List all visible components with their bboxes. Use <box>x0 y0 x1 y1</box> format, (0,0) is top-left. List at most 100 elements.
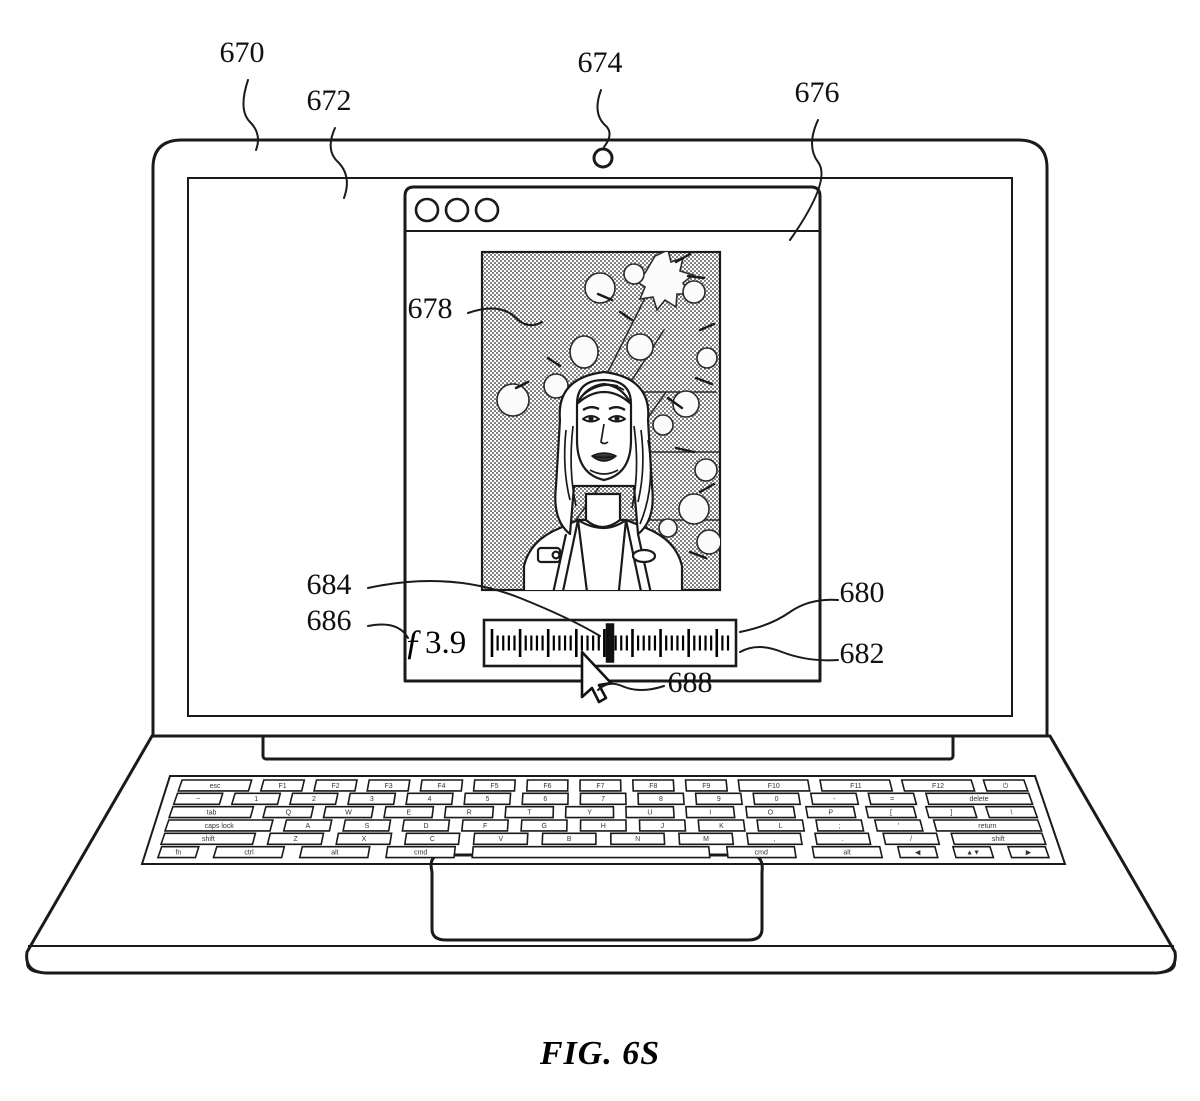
keyboard-key[interactable] <box>867 792 918 806</box>
keyboard-key[interactable] <box>282 819 333 832</box>
keyboard-key-label: F7 <box>596 783 604 790</box>
keyboard-key[interactable] <box>298 845 371 859</box>
keyboard-key[interactable] <box>335 832 393 846</box>
keyboard-key[interactable] <box>177 779 253 792</box>
keyboard-key-label: 0 <box>775 796 779 803</box>
keyboard-key[interactable] <box>737 779 811 792</box>
keyboard-key[interactable] <box>383 805 435 819</box>
keyboard-key[interactable] <box>579 792 627 806</box>
keyboard-key[interactable] <box>366 779 411 792</box>
keyboard-key[interactable] <box>932 819 1043 832</box>
keyboard-key-label: F10 <box>768 783 780 790</box>
keyboard-key[interactable] <box>982 779 1029 792</box>
keyboard-key[interactable] <box>697 819 746 832</box>
keyboard-key[interactable] <box>564 805 615 819</box>
keyboard-key[interactable] <box>172 792 224 806</box>
keyboard-key[interactable] <box>950 832 1047 846</box>
keyboard-key[interactable] <box>745 832 803 846</box>
keyboard-key[interactable] <box>873 819 924 832</box>
keyboard-key[interactable] <box>463 792 512 806</box>
keyboard-key[interactable] <box>625 805 675 819</box>
keyboard-key[interactable] <box>809 792 860 806</box>
keyboard-key[interactable] <box>167 805 255 819</box>
keyboard-key[interactable] <box>631 779 675 792</box>
keyboard-key[interactable] <box>924 792 1034 806</box>
keyboard-key-label: N <box>635 836 640 843</box>
keyboard-key[interactable] <box>811 845 884 859</box>
slider-control[interactable] <box>482 618 738 668</box>
keyboard-key[interactable] <box>347 792 397 806</box>
slider-indicator[interactable] <box>605 623 615 663</box>
reference-numeral-682: 682 <box>840 637 885 670</box>
keyboard-key[interactable] <box>924 805 978 819</box>
keyboard-key[interactable] <box>896 845 939 859</box>
keyboard-key-label: caps lock <box>205 823 235 830</box>
minimize-circle-icon[interactable] <box>444 197 470 223</box>
keyboard-key[interactable] <box>882 832 941 846</box>
keyboard-key-label: F4 <box>437 783 445 790</box>
keyboard-key[interactable] <box>579 779 622 792</box>
keyboard-key-label: F6 <box>543 783 551 790</box>
keyboard-key[interactable] <box>951 845 995 859</box>
keyboard-key[interactable] <box>678 832 735 846</box>
photo-preview-image[interactable] <box>480 250 726 600</box>
keyboard-key[interactable] <box>385 845 457 859</box>
keyboard-key[interactable] <box>230 792 282 806</box>
keyboard-key[interactable] <box>694 792 744 806</box>
keyboard-key[interactable] <box>405 792 454 806</box>
keyboard-key[interactable] <box>814 832 872 846</box>
keyboard-key[interactable] <box>259 779 306 792</box>
keyboard-key[interactable] <box>744 805 797 819</box>
keyboard-key[interactable] <box>472 779 517 792</box>
tree-branches <box>514 252 716 560</box>
keyboard-key[interactable] <box>261 805 315 819</box>
keyboard-key[interactable] <box>460 819 510 832</box>
keyboard-key[interactable] <box>156 845 200 859</box>
application-window[interactable]: ƒ 3.9 <box>403 185 822 704</box>
keyboard-key[interactable] <box>520 819 568 832</box>
keyboard-key[interactable] <box>342 819 392 832</box>
close-circle-icon[interactable] <box>414 197 440 223</box>
maximize-circle-icon[interactable] <box>474 197 500 223</box>
keyboard-key[interactable] <box>288 792 339 806</box>
keyboard-key[interactable] <box>752 792 802 806</box>
trackpad[interactable] <box>429 853 764 942</box>
keyboard-key[interactable] <box>403 832 461 846</box>
keyboard-key[interactable] <box>521 792 569 806</box>
keyboard-key[interactable] <box>401 819 451 832</box>
keyboard-key[interactable] <box>609 832 666 846</box>
keyboard-key[interactable] <box>443 805 495 819</box>
keyboard-key[interactable] <box>163 819 274 832</box>
keyboard-key[interactable] <box>804 805 857 819</box>
keyboard-key[interactable] <box>684 779 729 792</box>
keyboard-key[interactable] <box>541 832 597 846</box>
keyboard-key[interactable] <box>756 819 806 832</box>
keyboard-key[interactable] <box>638 819 687 832</box>
keyboard-key[interactable] <box>419 779 464 792</box>
keyboard-key[interactable] <box>471 845 711 859</box>
keyboard-key[interactable] <box>725 845 797 859</box>
keyboard-key[interactable] <box>322 805 375 819</box>
keyboard-key[interactable] <box>159 832 257 846</box>
keyboard-key[interactable] <box>819 779 894 792</box>
keyboard-key-label: cmd <box>414 850 427 857</box>
keyboard-key[interactable] <box>579 819 627 832</box>
keyboard-key[interactable] <box>815 819 865 832</box>
keyboard-key[interactable] <box>312 779 358 792</box>
figure-caption: FIG. 6S <box>539 1035 660 1072</box>
keyboard-key[interactable] <box>504 805 555 819</box>
control-bar[interactable]: ƒ 3.9 <box>404 618 738 668</box>
keyboard-key[interactable] <box>637 792 685 806</box>
keyboard-key[interactable] <box>1006 845 1051 859</box>
keyboard-key[interactable] <box>685 805 736 819</box>
window-controls[interactable] <box>414 197 500 223</box>
keyboard-key[interactable] <box>266 832 325 846</box>
keyboard-key[interactable] <box>212 845 286 859</box>
keyboard-key[interactable] <box>984 805 1039 819</box>
keyboard-key[interactable] <box>472 832 529 846</box>
keyboard-key[interactable] <box>525 779 569 792</box>
keyboard-key[interactable] <box>900 779 976 792</box>
keyboard-key[interactable] <box>864 805 918 819</box>
keyboard-key-label: F8 <box>649 783 657 790</box>
